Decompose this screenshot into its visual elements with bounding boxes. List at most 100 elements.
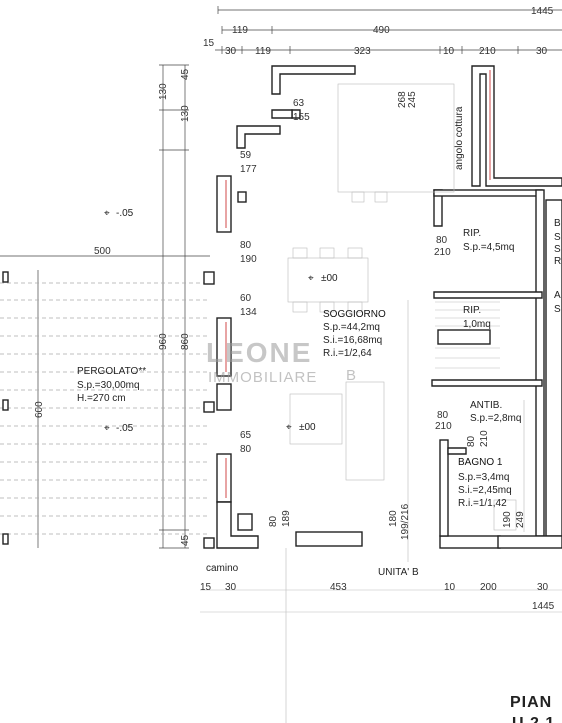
dim-210-b: 210 — [435, 421, 452, 432]
level-mark-icon: ⌖ — [104, 423, 110, 434]
level-marks: ⌖ -.05 ⌖ -.05 ⌖ ±00 ⌖ ±00 — [104, 208, 338, 434]
dim-10-top: 10 — [443, 46, 455, 57]
dim-500-left: 500 — [94, 246, 111, 257]
title-line2: U 2 1 — [512, 715, 555, 723]
level-mark-3: ±00 — [321, 273, 338, 284]
label-camino: camino — [206, 563, 239, 574]
pergolato-structure — [0, 271, 210, 545]
dim-200-bottom: 200 — [480, 582, 497, 593]
room-antib-name: ANTIB. — [470, 400, 502, 411]
dim-119-top: 119 — [232, 25, 248, 36]
room-bagno-name: BAGNO 1 — [458, 457, 503, 468]
level-mark-icon: ⌖ — [308, 273, 314, 284]
room-soggiorno-sp: S.p.=44,2mq — [323, 322, 380, 333]
watermark-sub: IMMOBILIARE — [208, 369, 317, 386]
plan-title: PIAN U 2 1 — [510, 694, 555, 723]
room-rip1-name: RIP. — [463, 228, 481, 239]
room-antib-sp: S.p.=2,8mq — [470, 413, 521, 424]
dim-65: 65 — [240, 430, 252, 441]
dim-190: 190 — [240, 254, 257, 265]
room-bagno-si: S.i.=2,45mq — [458, 485, 512, 496]
dim-45-left: 45 — [180, 68, 191, 80]
right-edge-labels: B S S R A S — [554, 218, 561, 315]
dim-overall-top: 1445 — [531, 6, 554, 17]
dim-80-d: 80 — [436, 235, 448, 246]
room-pergolato-h: H.=270 cm — [77, 393, 126, 404]
dim-245: 245 — [407, 91, 418, 108]
dim-63: 63 — [293, 98, 305, 109]
walls — [203, 65, 562, 549]
left-dimensions: 130 45 130 960 860 45 600 500 — [0, 64, 210, 549]
level-mark-1: -.05 — [116, 208, 134, 219]
dim-15-top: 15 — [203, 38, 215, 49]
dim-80-e: 80 — [437, 410, 449, 421]
dim-119-top2: 119 — [255, 46, 271, 57]
level-mark-4: ±00 — [299, 422, 316, 433]
dim-80-a: 80 — [240, 240, 252, 251]
room-soggiorno-ri: R.i.=1/2,64 — [323, 348, 372, 359]
dim-210-c: 210 — [479, 430, 490, 447]
dim-overall-bottom: 1445 — [532, 601, 555, 612]
dim-45-left2: 45 — [180, 534, 191, 546]
dim-80-b: 80 — [240, 444, 252, 455]
dim-80-f: 80 — [466, 435, 477, 447]
dim-323-top: 323 — [354, 46, 371, 57]
dim-210-a: 210 — [434, 247, 451, 258]
room-angolo-cottura: angolo cottura — [454, 106, 465, 170]
room-soggiorno-name: SOGGIORNO — [323, 309, 386, 320]
dim-30-bottom: 30 — [225, 582, 237, 593]
title-line1: PIAN — [510, 694, 552, 711]
room-soggiorno-si: S.i.=16,68mq — [323, 335, 382, 346]
dim-860-left: 860 — [180, 333, 191, 350]
opening-dimensions: 63 155 268 245 59 177 80 190 60 134 65 8… — [240, 91, 526, 540]
dim-268: 268 — [397, 91, 408, 108]
edge-label: A — [554, 290, 561, 301]
room-pergolato-sp: S.p.=30,00mq — [77, 380, 140, 391]
dim-180: 180 — [388, 510, 399, 527]
dim-155: 155 — [293, 112, 310, 123]
level-mark-icon: ⌖ — [286, 422, 292, 433]
dim-210-top: 210 — [479, 46, 496, 57]
edge-label: R — [554, 256, 561, 267]
dim-30-bottom2: 30 — [537, 582, 549, 593]
label-unita-b: UNITA' B — [378, 567, 419, 578]
dim-30-top2: 30 — [536, 46, 548, 57]
room-bagno-ri: R.i.=1/1,42 — [458, 498, 507, 509]
room-labels: angolo cottura SOGGIORNO S.p.=44,2mq S.i… — [77, 106, 521, 578]
furniture — [200, 83, 562, 723]
dim-453-bottom: 453 — [330, 582, 347, 593]
bottom-dimensions: 15 30 453 10 200 30 1445 — [200, 582, 555, 612]
dim-190-b: 190 — [502, 511, 513, 528]
dim-130-left: 130 — [158, 83, 169, 100]
dim-189: 189 — [281, 510, 292, 527]
watermark-letter: B — [346, 367, 357, 384]
dim-490-top: 490 — [373, 25, 390, 36]
level-mark-icon: ⌖ — [104, 208, 110, 219]
watermark: LEONE IMMOBILIARE B — [206, 337, 357, 386]
room-bagno-sp: S.p.=3,4mq — [458, 472, 509, 483]
dim-80-c: 80 — [268, 515, 279, 527]
dim-15-bottom: 15 — [200, 582, 212, 593]
dim-30-top: 30 — [225, 46, 237, 57]
dim-249: 249 — [515, 511, 526, 528]
dim-10-bottom: 10 — [444, 582, 456, 593]
room-rip2-name: RIP. — [463, 305, 481, 316]
dim-130-left2: 130 — [180, 105, 191, 122]
dim-600-left: 600 — [34, 401, 45, 418]
dim-59: 59 — [240, 150, 252, 161]
watermark-main: LEONE — [206, 337, 312, 368]
dim-177: 177 — [240, 164, 257, 175]
edge-label: B — [554, 218, 561, 229]
top-dimensions: 1445 119 490 15 30 119 323 10 210 30 — [203, 6, 562, 57]
dim-60: 60 — [240, 293, 252, 304]
room-rip1-sp: S.p.=4,5mq — [463, 242, 514, 253]
edge-label: S — [554, 244, 561, 255]
edge-label: S — [554, 232, 561, 243]
dim-134: 134 — [240, 307, 257, 318]
room-rip2-sp: 1,0mq — [463, 319, 491, 330]
dim-960-left: 960 — [158, 333, 169, 350]
dim-199-216: 199/216 — [400, 503, 411, 540]
level-mark-2: -.05 — [116, 423, 134, 434]
room-pergolato-name: PERGOLATO** — [77, 366, 146, 377]
